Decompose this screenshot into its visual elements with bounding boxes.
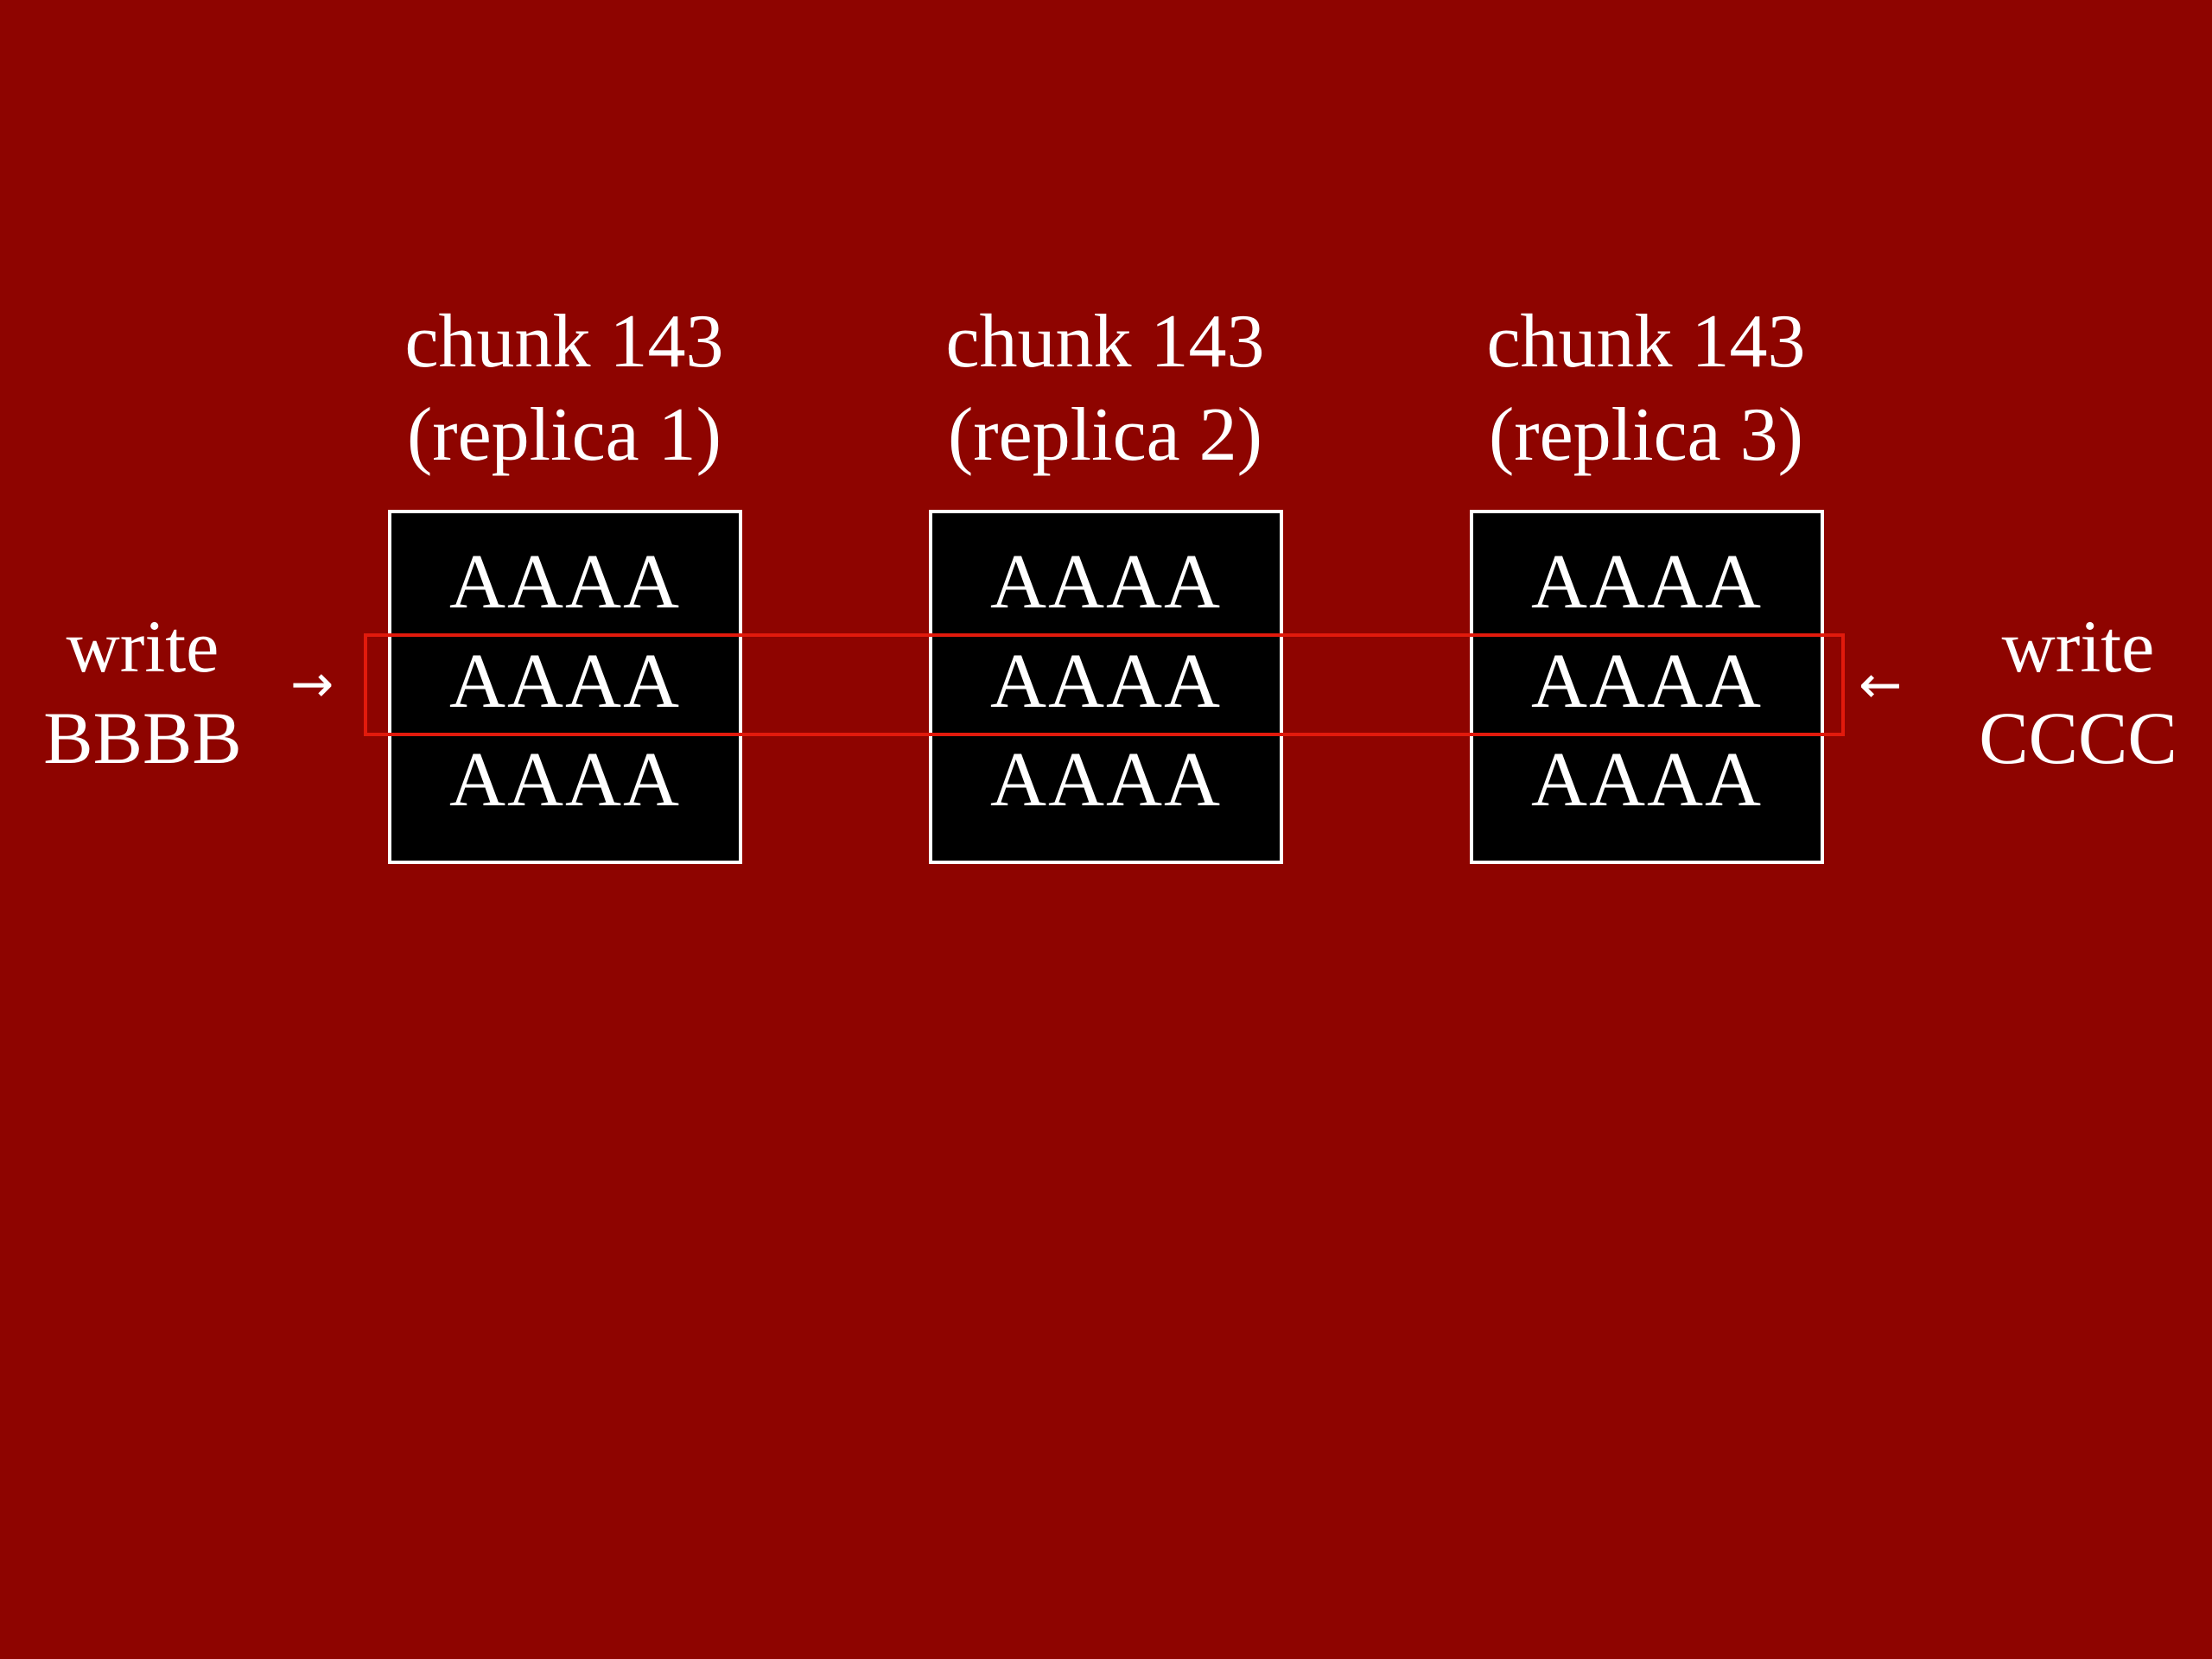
left-arrow-icon: ← <box>1859 655 1903 715</box>
replica-1-row-3: AAAA <box>449 737 681 823</box>
replica-1-title-line2: (replica 1) <box>407 393 721 477</box>
replica-1-row-1: AAAA <box>449 539 681 625</box>
replica-2-row-1: AAAA <box>990 539 1222 625</box>
replica-2-row-3: AAAA <box>990 737 1222 823</box>
right-arrow-icon: → <box>290 654 334 715</box>
replica-3-title: chunk 143 (replica 3) <box>1421 296 1871 482</box>
left-write-line1: write <box>66 605 219 688</box>
left-write-label: write BBBB <box>4 601 281 784</box>
replica-3-row-1: AAAA <box>1531 539 1763 625</box>
replica-2-title-line2: (replica 2) <box>948 393 1262 477</box>
replica-3-title-line1: chunk 143 <box>1486 300 1806 384</box>
right-write-label: write CCCC <box>1940 601 2212 784</box>
replica-1-title: chunk 143 (replica 1) <box>340 296 789 482</box>
right-write-line2: CCCC <box>1979 696 2177 779</box>
middle-row-highlight <box>364 633 1845 736</box>
replica-1-title-line1: chunk 143 <box>404 300 724 384</box>
right-write-line1: write <box>2001 605 2155 688</box>
replica-3-title-line2: (replica 3) <box>1489 393 1803 477</box>
replica-3-row-3: AAAA <box>1531 737 1763 823</box>
replica-3-chunk-box: AAAA AAAA AAAA <box>1470 510 1824 864</box>
replica-2-row-2: AAAA <box>990 639 1222 724</box>
replica-2-chunk-box: AAAA AAAA AAAA <box>929 510 1283 864</box>
replica-1-row-2: AAAA <box>449 639 681 724</box>
replica-2-title: chunk 143 (replica 2) <box>880 296 1330 482</box>
left-write-line2: BBBB <box>43 696 242 779</box>
replica-2-title-line1: chunk 143 <box>945 300 1265 384</box>
replica-3-row-2: AAAA <box>1531 639 1763 724</box>
replica-1-chunk-box: AAAA AAAA AAAA <box>388 510 742 864</box>
